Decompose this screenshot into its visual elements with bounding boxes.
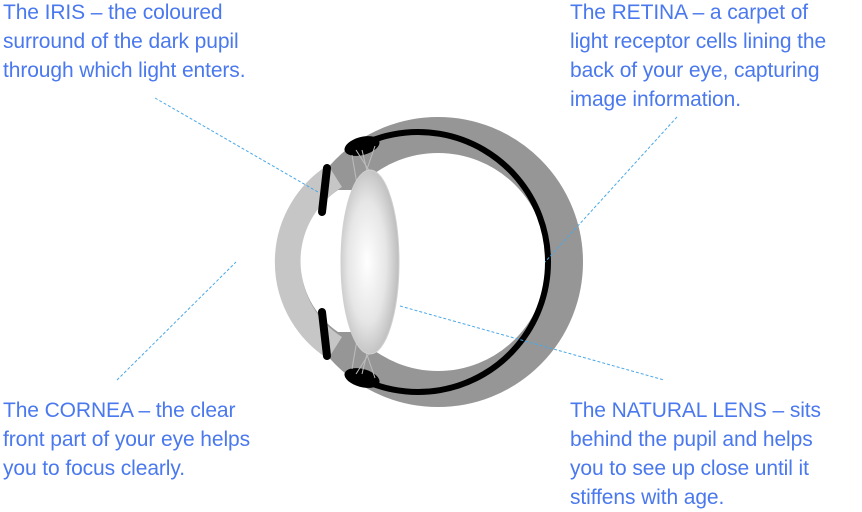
leader-lines — [116, 97, 678, 381]
retina-line — [350, 129, 551, 395]
natural-lens — [340, 169, 400, 355]
lens-leader-line — [399, 305, 665, 381]
iris-leader-line — [154, 97, 319, 193]
retina-leader-line — [544, 116, 678, 263]
cornea-leader-line — [116, 261, 237, 381]
iris-label: The IRIS – the coloured surround of the … — [3, 1, 246, 82]
natural-lens-label: The NATURAL LENS – sits behind the pupil… — [570, 399, 821, 509]
cornea-arc — [274, 165, 343, 359]
ciliary-body-bottom — [344, 368, 380, 388]
retina-label: The RETINA – a carpet of light receptor … — [570, 1, 827, 111]
ciliary-body-top — [344, 136, 380, 156]
iris-upper — [318, 164, 331, 216]
iris-lower — [318, 308, 331, 360]
cornea-label: The CORNEA – the clear front part of you… — [3, 399, 251, 480]
